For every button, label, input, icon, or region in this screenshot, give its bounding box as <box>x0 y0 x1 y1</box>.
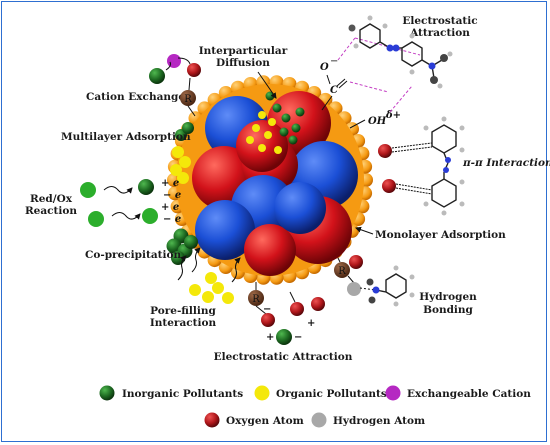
plus-bottom: + <box>266 332 274 343</box>
label-redox: Red/Ox <box>30 193 73 205</box>
pi-interaction-group <box>378 116 465 216</box>
sphere-blue <box>195 200 255 260</box>
label-electrostatic-bottom: Electrostatic Attraction <box>214 351 353 363</box>
label-attraction-top: Attraction <box>409 27 470 39</box>
label-reaction: Reaction <box>25 205 77 217</box>
redox-group <box>80 179 158 227</box>
sphere-red <box>244 224 296 276</box>
label-monolayer-adsorption: Monolayer Adsorption <box>375 229 506 241</box>
legend: Inorganic Pollutants Organic Pollutants … <box>99 385 531 428</box>
cation-exchange-group: R <box>149 54 201 117</box>
minus-bottom: − <box>294 332 302 343</box>
legend-hydrogen: Hydrogen Atom <box>333 415 425 427</box>
legend-inorganic: Inorganic Pollutants <box>122 388 243 400</box>
diffused-pollutants <box>246 91 305 154</box>
legend-swatch-inorganic <box>99 385 115 401</box>
sphere-blue <box>274 182 326 234</box>
label-electrostatic-top: Electrostatic <box>402 15 477 27</box>
minus-left: − <box>263 304 271 315</box>
adsorbent-particle <box>166 75 373 285</box>
legend-swatch-organic <box>254 385 270 401</box>
label-pore-interaction: Interaction <box>150 317 217 329</box>
label-cation-exchange: Cation Exchange <box>86 91 185 103</box>
molecule-top-atoms <box>348 15 453 89</box>
diffusion-arrow <box>257 71 277 99</box>
delta-plus: δ+ <box>385 110 401 121</box>
label-interparticular: Interparticular <box>199 45 288 57</box>
plus-e-2: + e <box>161 202 179 213</box>
r-group: R <box>184 94 192 105</box>
bottom-electrostatic-group: R <box>248 282 325 345</box>
legend-organic: Organic Pollutants <box>276 388 387 400</box>
oh-label: OH <box>368 116 387 127</box>
label-bonding: Bonding <box>423 304 473 316</box>
label-hydrogen: Hydrogen <box>419 291 477 303</box>
pore-filling-group <box>177 247 241 304</box>
minus-e-1: − e <box>163 190 181 201</box>
r-group-bottom: R <box>252 294 260 305</box>
label-pore-filling: Pore-filling <box>150 305 216 317</box>
carbon-c: C <box>330 85 338 96</box>
r-group-hb: R <box>338 266 346 277</box>
c-o-double-bond <box>336 78 346 87</box>
c-o-bond <box>326 74 331 85</box>
plus-e-1: + e <box>161 178 179 189</box>
legend-oxygen: Oxygen Atom <box>226 415 304 427</box>
hydrogen-bonding-group: R <box>334 255 415 307</box>
legend-exchangeable: Exchangeable Cation <box>407 388 531 400</box>
label-diffusion: Diffusion <box>216 57 270 69</box>
legend-swatch-exchangeable <box>385 385 401 401</box>
legend-swatch-hydrogen <box>311 412 327 428</box>
legend-swatch-oxygen <box>204 412 220 428</box>
label-coprecipitation: Co-precipitation <box>85 249 181 261</box>
monolayer-arrow <box>355 226 374 235</box>
o-minus-charge: − <box>330 56 338 67</box>
label-multilayer-adsorption: Multilayer Adsorption <box>61 131 191 143</box>
electrostatic-dashes <box>337 37 421 113</box>
minus-e-2: − e <box>163 214 181 225</box>
o-minus: O <box>320 62 329 73</box>
plus-right: + <box>307 318 315 329</box>
multilayer-cluster <box>170 122 194 184</box>
label-pi-interaction: π-π Interaction <box>462 157 550 169</box>
